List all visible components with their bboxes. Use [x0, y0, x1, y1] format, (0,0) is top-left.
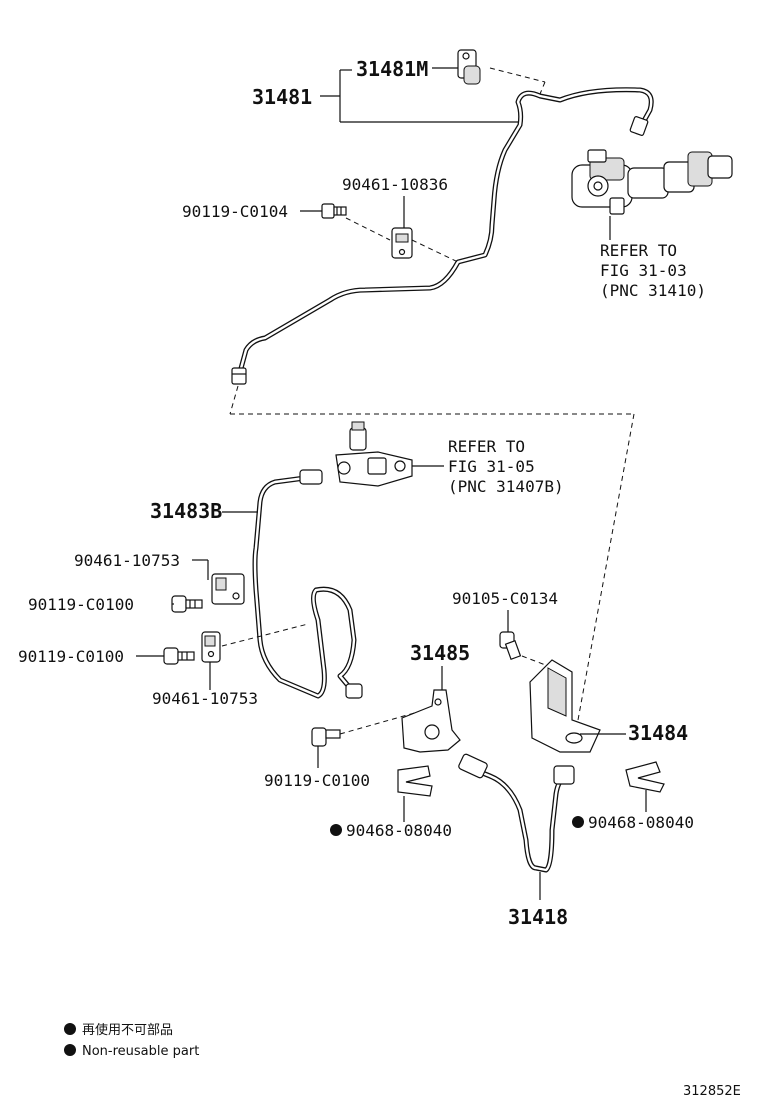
- figure-code: 312852E: [683, 1084, 741, 1099]
- label-90461-10753-a: 90461-10753: [74, 551, 180, 570]
- bracket-31485-icon: [401, 689, 461, 753]
- refer1-line3: (PNC 31410): [600, 281, 706, 300]
- connect-dash: [577, 413, 635, 721]
- refer1-line2: FIG 31-03: [600, 261, 687, 280]
- clamp-90461-10753-a-icon: [211, 573, 245, 605]
- label-90468-08040-a: 90468-08040: [346, 821, 452, 840]
- clip-90468-08040-a-icon: [397, 765, 433, 797]
- label-90461-10836: 90461-10836: [342, 175, 448, 194]
- label-90119-C0100-a: 90119-C0100: [28, 595, 134, 614]
- legend-dot-icon: [64, 1044, 76, 1056]
- label-90468-08040-b: 90468-08040: [588, 813, 694, 832]
- union-fitting-icon: [335, 421, 413, 487]
- leader-dash: [411, 239, 459, 263]
- bracket-31484-icon: [529, 659, 601, 753]
- leader-dash: [339, 711, 419, 735]
- leader-dash: [221, 623, 309, 647]
- flexible-hose-31418: [458, 753, 575, 873]
- label-90461-10753-b: 90461-10753: [152, 689, 258, 708]
- bolt-90119-C0104-icon: [321, 203, 347, 219]
- refer1-line1: REFER TO: [600, 241, 677, 260]
- leader-dash: [539, 81, 546, 95]
- refer2-line3: (PNC 31407B): [448, 477, 564, 496]
- label-31418: 31418: [508, 905, 568, 929]
- bolt-90119-C0100-c-icon: [311, 727, 341, 747]
- bolt-90119-C0100-a-icon: [171, 595, 203, 613]
- bolt-90105-C0134-icon: [499, 631, 522, 660]
- clutch-pipe-31483B: [252, 469, 363, 699]
- legend-en: Non-reusable part: [82, 1044, 199, 1059]
- label-90119-C0104: 90119-C0104: [182, 202, 288, 221]
- label-31481M: 31481M: [356, 57, 428, 81]
- master-cylinder-icon: [571, 149, 733, 215]
- non-reusable-dot-icon: [330, 824, 342, 836]
- legend-jp: 再使用不可部品: [82, 1022, 173, 1038]
- bolt-90119-C0100-b-icon: [163, 647, 195, 665]
- clamp-90461-10753-b-icon: [201, 631, 221, 663]
- legend-dot-icon: [64, 1023, 76, 1035]
- label-90119-C0100-c: 90119-C0100: [264, 771, 370, 790]
- refer2-line1: REFER TO: [448, 437, 525, 456]
- clutch-pipe-31481: [231, 87, 654, 385]
- label-31483B: 31483B: [150, 499, 222, 523]
- label-90119-C0100-b: 90119-C0100: [18, 647, 124, 666]
- non-reusable-dot-icon: [572, 816, 584, 828]
- leader-dash: [345, 217, 391, 241]
- leader-dash: [489, 67, 546, 83]
- label-90105-C0134: 90105-C0134: [452, 589, 558, 608]
- label-31484: 31484: [628, 721, 688, 745]
- label-31485: 31485: [410, 641, 470, 665]
- clip-90468-08040-b-icon: [625, 761, 665, 793]
- label-31481: 31481: [252, 85, 312, 109]
- leader-dash: [521, 655, 549, 667]
- clamp-90461-10836-icon: [391, 227, 413, 259]
- connect-dash: [229, 385, 239, 415]
- clip-31481M-icon: [457, 49, 481, 85]
- refer2-line2: FIG 31-05: [448, 457, 535, 476]
